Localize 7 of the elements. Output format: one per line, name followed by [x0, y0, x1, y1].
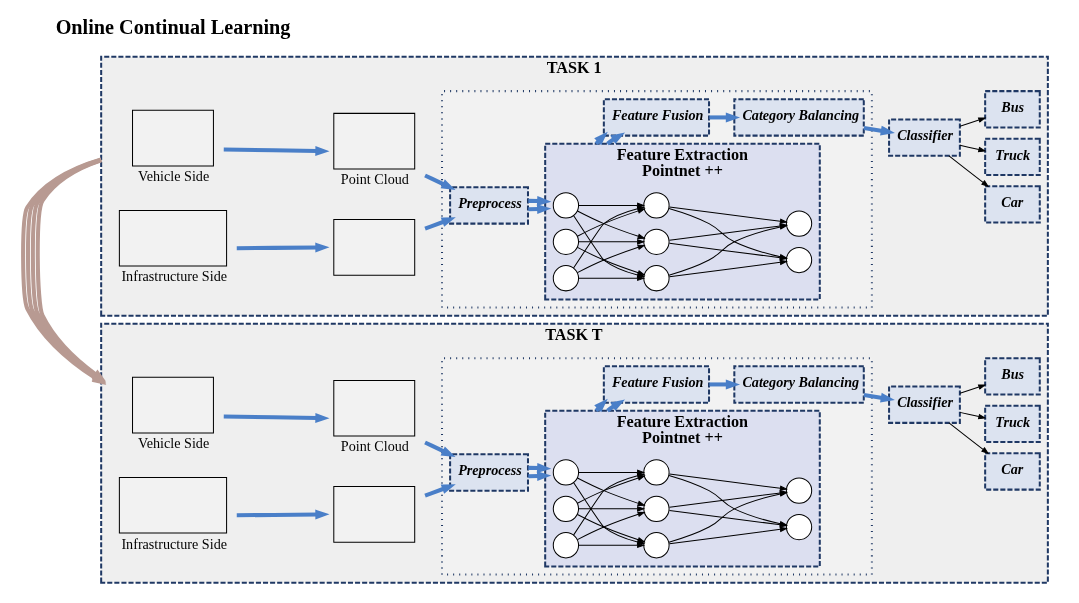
node-label: Vehicle Side: [138, 168, 210, 185]
node-label: Point Cloud: [340, 171, 409, 188]
label: Online Continual Learning: [55, 16, 291, 39]
node-label: Point Cloud: [340, 438, 409, 455]
node-label: Infrastructure Side: [121, 268, 228, 285]
node-label: Infrastructure Side: [121, 535, 228, 552]
node-label: Vehicle Side: [138, 435, 210, 452]
